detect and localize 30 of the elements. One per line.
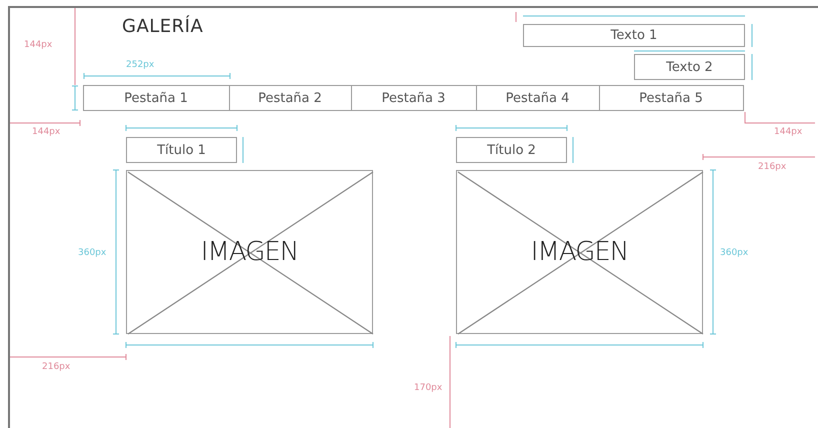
tab-label: Pestaña 3 [382, 90, 446, 106]
dimension-label: 170px [414, 383, 442, 393]
text-box [523, 24, 745, 47]
dimension-label: 144px [32, 127, 60, 137]
dimension-label: 360px [720, 248, 748, 258]
dimension-label: 360px [78, 248, 106, 258]
tab [228, 85, 352, 111]
dimension-label: 216px [758, 162, 786, 172]
tab-label: Pestaña 4 [506, 90, 570, 106]
tab [476, 85, 600, 111]
image-label: IMAGEN [200, 237, 298, 267]
dimension-label: 252px [126, 60, 154, 70]
tab-label: Pestaña 1 [124, 90, 188, 106]
box-label: Título 1 [157, 142, 206, 158]
tab-label: Pestaña 5 [639, 90, 703, 106]
page-title: GALERÍA [122, 16, 204, 37]
tab-label: Pestaña 2 [258, 90, 322, 106]
dimension-label: 216px [42, 362, 70, 372]
tab [350, 85, 476, 111]
tab [82, 85, 230, 111]
text-box [126, 137, 237, 163]
dimension-label: 144px [774, 127, 802, 137]
image-label: IMAGEN [530, 237, 628, 267]
box-label: Texto 1 [610, 28, 658, 43]
tab [598, 85, 744, 111]
box-label: Texto 2 [666, 60, 713, 74]
text-box [634, 54, 745, 80]
dimension-label: 144px [24, 40, 52, 50]
text-box [456, 137, 567, 163]
box-label: Título 2 [487, 142, 536, 158]
